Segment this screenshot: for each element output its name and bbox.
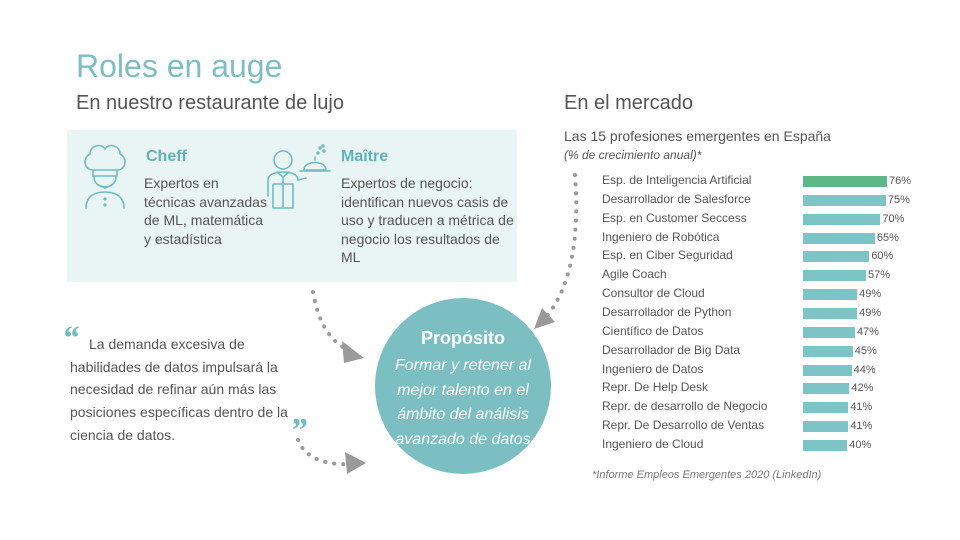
bar-category-label: Consultor de Cloud — [602, 286, 705, 301]
bar-category-label: Esp. en Ciber Seguridad — [602, 248, 733, 263]
bar-category-label: Agile Coach — [602, 267, 667, 282]
bar-category-label: Esp. en Customer Seccess — [602, 210, 747, 225]
bar-value-label: 75% — [887, 193, 910, 206]
bar — [803, 213, 881, 225]
bar — [803, 270, 866, 282]
bar-value-label: 76% — [889, 175, 912, 187]
bar-value-label: 40% — [849, 438, 872, 451]
bar-value-label: 45% — [854, 344, 877, 357]
bar-category-label: Desarrollador de Python — [602, 304, 732, 319]
arrowhead-panel — [342, 341, 364, 363]
bar — [803, 176, 887, 187]
chef-role-description: Expertos en técnicas avanzadas de ML, ma… — [144, 175, 267, 247]
quote-open-mark: “ — [62, 320, 79, 357]
arrow-from-panel — [311, 290, 350, 352]
bar — [803, 402, 849, 414]
bar-value-label: 41% — [850, 401, 873, 414]
bar — [803, 326, 855, 338]
bar-category-label: Científico de Datos — [602, 323, 704, 338]
bar — [803, 383, 850, 395]
bar — [803, 194, 886, 206]
bar — [803, 251, 870, 263]
bar — [803, 289, 858, 301]
bar — [803, 232, 875, 244]
bar-value-label: 57% — [868, 269, 891, 282]
bar-category-label: Ingeniero de Datos — [602, 361, 704, 376]
bar — [803, 364, 852, 376]
arrowhead-quote — [345, 452, 366, 474]
bar-value-label: 60% — [871, 250, 894, 263]
bar-category-label: Repr. De Help Desk — [602, 380, 709, 395]
bar-category-label: Esp. de Inteligencia Artificial — [602, 173, 752, 187]
bar-category-label: Ingeniero de Robótica — [602, 229, 720, 244]
bar — [803, 345, 853, 357]
arrow-from-chart — [543, 173, 579, 320]
arrowhead-chart — [534, 308, 555, 329]
bar-category-label: Desarrollador de Salesforce — [602, 191, 751, 206]
maitre-role-title: Maître — [341, 148, 389, 165]
bar-value-label: 65% — [876, 231, 899, 244]
bar-value-label: 44% — [853, 363, 876, 376]
quote-text: La demanda excesiva de habilidades de da… — [70, 336, 288, 443]
maitre-role-description: Expertos de negocio: identifican nuevos … — [341, 175, 514, 265]
slide-title: Roles en auge — [76, 48, 283, 84]
bar-value-label: 41% — [850, 420, 873, 433]
chart-subtitle: (% de crecimiento anual)* — [564, 148, 702, 162]
bar-value-label: 42% — [851, 382, 874, 395]
bar — [803, 307, 858, 319]
bar-category-label: Desarrollador de Big Data — [602, 342, 741, 357]
right-section-heading: En el mercado — [564, 92, 693, 114]
left-section-heading: En nuestro restaurante de lujo — [76, 92, 344, 114]
purpose-title: Propósito — [421, 328, 505, 348]
bar-category-label: Repr. de desarrollo de Negocio — [602, 399, 768, 414]
chart-source-note: *Informe Empleos Emergentes 2020 (Linked… — [592, 469, 822, 481]
bar — [803, 439, 848, 451]
bar-value-label: 70% — [882, 212, 905, 225]
bar — [803, 421, 849, 433]
quote-close-mark: ” — [290, 412, 307, 449]
chef-role-title: Cheff — [146, 148, 187, 165]
bar-category-label: Ingeniero de Cloud — [602, 436, 704, 451]
bar-value-label: 47% — [856, 325, 879, 338]
chart-title: Las 15 profesiones emergentes en España — [564, 128, 831, 144]
bar-value-label: 49% — [859, 306, 882, 319]
purpose-text: Formar y retener al mejor talento en el … — [394, 357, 532, 448]
bar-category-label: Repr. De Desarrollo de Ventas — [602, 418, 765, 433]
purpose-circle — [375, 298, 551, 474]
bar-value-label: 49% — [859, 288, 882, 301]
